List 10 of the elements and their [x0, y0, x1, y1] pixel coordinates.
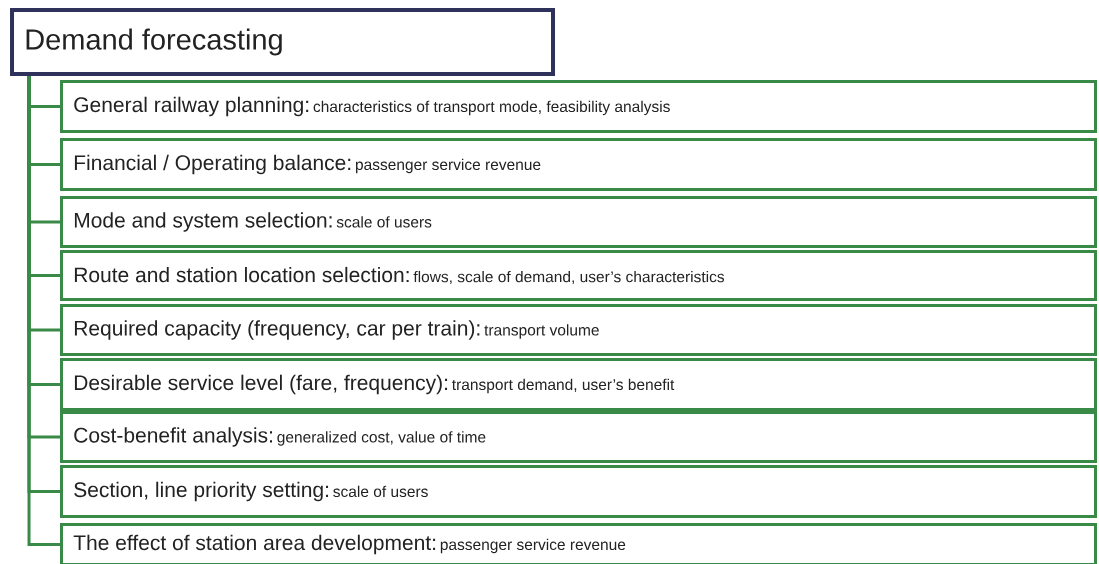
- topic-box: Cost-benefit analysis: generalized cost, value of time: [60, 411, 1097, 463]
- title-box: Demand forecasting: [10, 8, 555, 76]
- topic-box: Required capacity (frequency, car per train): transport volume: [60, 304, 1097, 356]
- topic-box: Section, line priority setting: scale of users: [60, 465, 1097, 518]
- topic-box: Mode and system selection: scale of users: [60, 196, 1097, 248]
- topic-box: General railway planning: characteristics of transport mode, feasibility analysis: [60, 80, 1097, 133]
- topic-box: Financial / Operating balance: passenger service revenue: [60, 138, 1097, 191]
- topic-box: Route and station location selection: flows, scale of demand, user’s characteristics: [60, 250, 1097, 301]
- topic-box: The effect of station area development: passenger service revenue: [60, 523, 1097, 564]
- topic-box: Desirable service level (fare, frequency): transport demand, user’s benefit: [60, 358, 1097, 411]
